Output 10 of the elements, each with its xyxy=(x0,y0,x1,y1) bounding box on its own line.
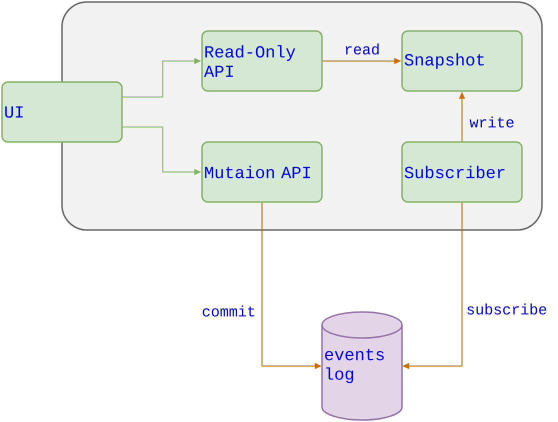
edge-label: subscribe xyxy=(467,304,546,314)
process-box: Mutaion API xyxy=(201,141,323,203)
process-box: Subscriber xyxy=(401,141,523,203)
edge-label: commit xyxy=(202,306,254,316)
edge-label: write xyxy=(470,116,514,128)
edge-label: read xyxy=(346,43,379,55)
process-box: UI xyxy=(1,81,123,143)
process-box: Snapshot xyxy=(401,30,523,92)
process-box: Read-Only API xyxy=(201,30,323,92)
database-cylinder: events log xyxy=(321,311,403,421)
